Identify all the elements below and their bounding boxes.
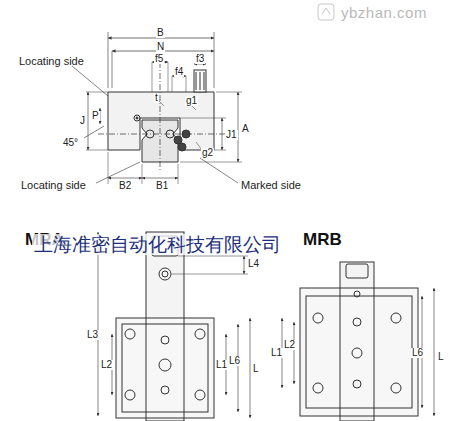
watermark-text: 上海准密自动化科技有限公司	[32, 234, 283, 255]
dimension-label: t	[154, 93, 159, 103]
dimension-label: A	[241, 124, 250, 134]
dimension-label: f4	[174, 67, 184, 77]
dimension-label: B2	[118, 181, 132, 191]
dimension-label: B1	[155, 181, 169, 191]
dimension-label: N	[156, 42, 165, 52]
dimension-label: B	[156, 28, 165, 38]
model-name: MRB	[302, 231, 343, 248]
dimension-label: f5	[154, 54, 164, 64]
dimension-label: L6	[411, 348, 424, 358]
side-label: Marked side	[240, 180, 302, 191]
dimension-label: L3	[86, 330, 99, 340]
dimension-label: J1	[225, 130, 238, 140]
dimension-label: P	[91, 111, 100, 121]
dimension-label: L1	[270, 348, 283, 358]
watermark: ybzhan.com	[340, 5, 428, 20]
dimension-label: g1	[185, 96, 198, 106]
dimension-label: J	[79, 116, 86, 126]
dimension-label: L	[437, 352, 445, 362]
dimension-label: g2	[201, 148, 214, 158]
dimension-label: L2	[283, 340, 296, 350]
side-label: Locating side	[18, 56, 85, 67]
dimension-label: L	[252, 364, 260, 374]
angle-label: 45°	[62, 138, 79, 148]
dimension-label: L6	[228, 356, 241, 366]
dimension-label: f3	[195, 54, 205, 64]
dimension-label: L1	[215, 360, 228, 370]
dimension-label: L2	[100, 360, 113, 370]
side-label: Locating side	[20, 180, 87, 191]
dimension-label: L4	[247, 259, 260, 269]
